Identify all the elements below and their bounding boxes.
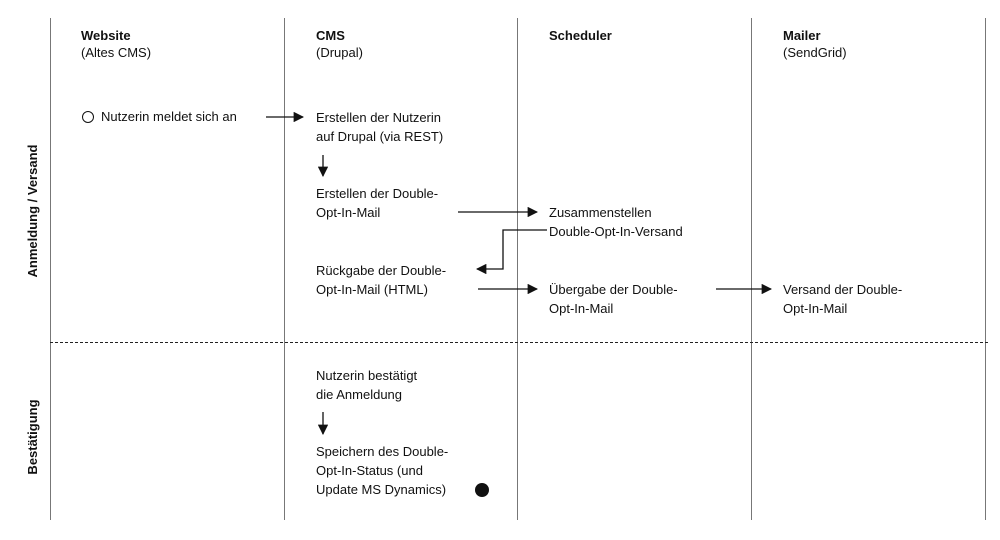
start-node-icon [82, 111, 94, 123]
lane-divider-right [985, 18, 986, 520]
lane-subtitle: (SendGrid) [783, 45, 847, 60]
lane-header-cms: CMS (Drupal) [316, 27, 363, 61]
lane-divider-left [50, 18, 51, 520]
step-rueckgabe-mail: Rückgabe der Double- Opt-In-Mail (HTML) [316, 263, 447, 297]
lane-title: CMS [316, 28, 345, 43]
lane-title: Website [81, 28, 131, 43]
lane-subtitle: (Drupal) [316, 45, 363, 60]
lane-divider-cms-scheduler [517, 18, 518, 520]
step-versand-mail: Versand der Double- Opt-In-Mail [783, 282, 903, 316]
step-speichern-status: Speichern des Double- Opt-In-Status (und… [316, 444, 449, 497]
lane-header-scheduler: Scheduler [549, 27, 612, 44]
lane-header-mailer: Mailer (SendGrid) [783, 27, 847, 61]
step-erstellen-double-opt-in-mail: Erstellen der Double- Opt-In-Mail [316, 186, 439, 220]
lane-title: Scheduler [549, 28, 612, 43]
lane-header-website: Website (Altes CMS) [81, 27, 151, 61]
phase-divider [50, 342, 988, 343]
lane-divider-scheduler-mailer [751, 18, 752, 520]
lane-title: Mailer [783, 28, 821, 43]
end-node-icon [475, 483, 489, 497]
step-zusammenstellen-versand: Zusammenstellen Double-Opt-In-Versand [549, 205, 683, 239]
lane-subtitle: (Altes CMS) [81, 45, 152, 60]
step-nutzerin-bestaetigt: Nutzerin bestätigt die Anmeldung [316, 368, 418, 402]
step-erstellen-nutzerin: Erstellen der Nutzerin auf Drupal (via R… [316, 110, 444, 144]
step-uebergabe-mail: Übergabe der Double- Opt-In-Mail [549, 282, 678, 316]
step-nutzerin-meldet-sich-an: Nutzerin meldet sich an [101, 109, 237, 124]
arrow-zusammenstellen-to-rueckgabe [475, 229, 547, 275]
lane-divider-website-cms [284, 18, 285, 520]
